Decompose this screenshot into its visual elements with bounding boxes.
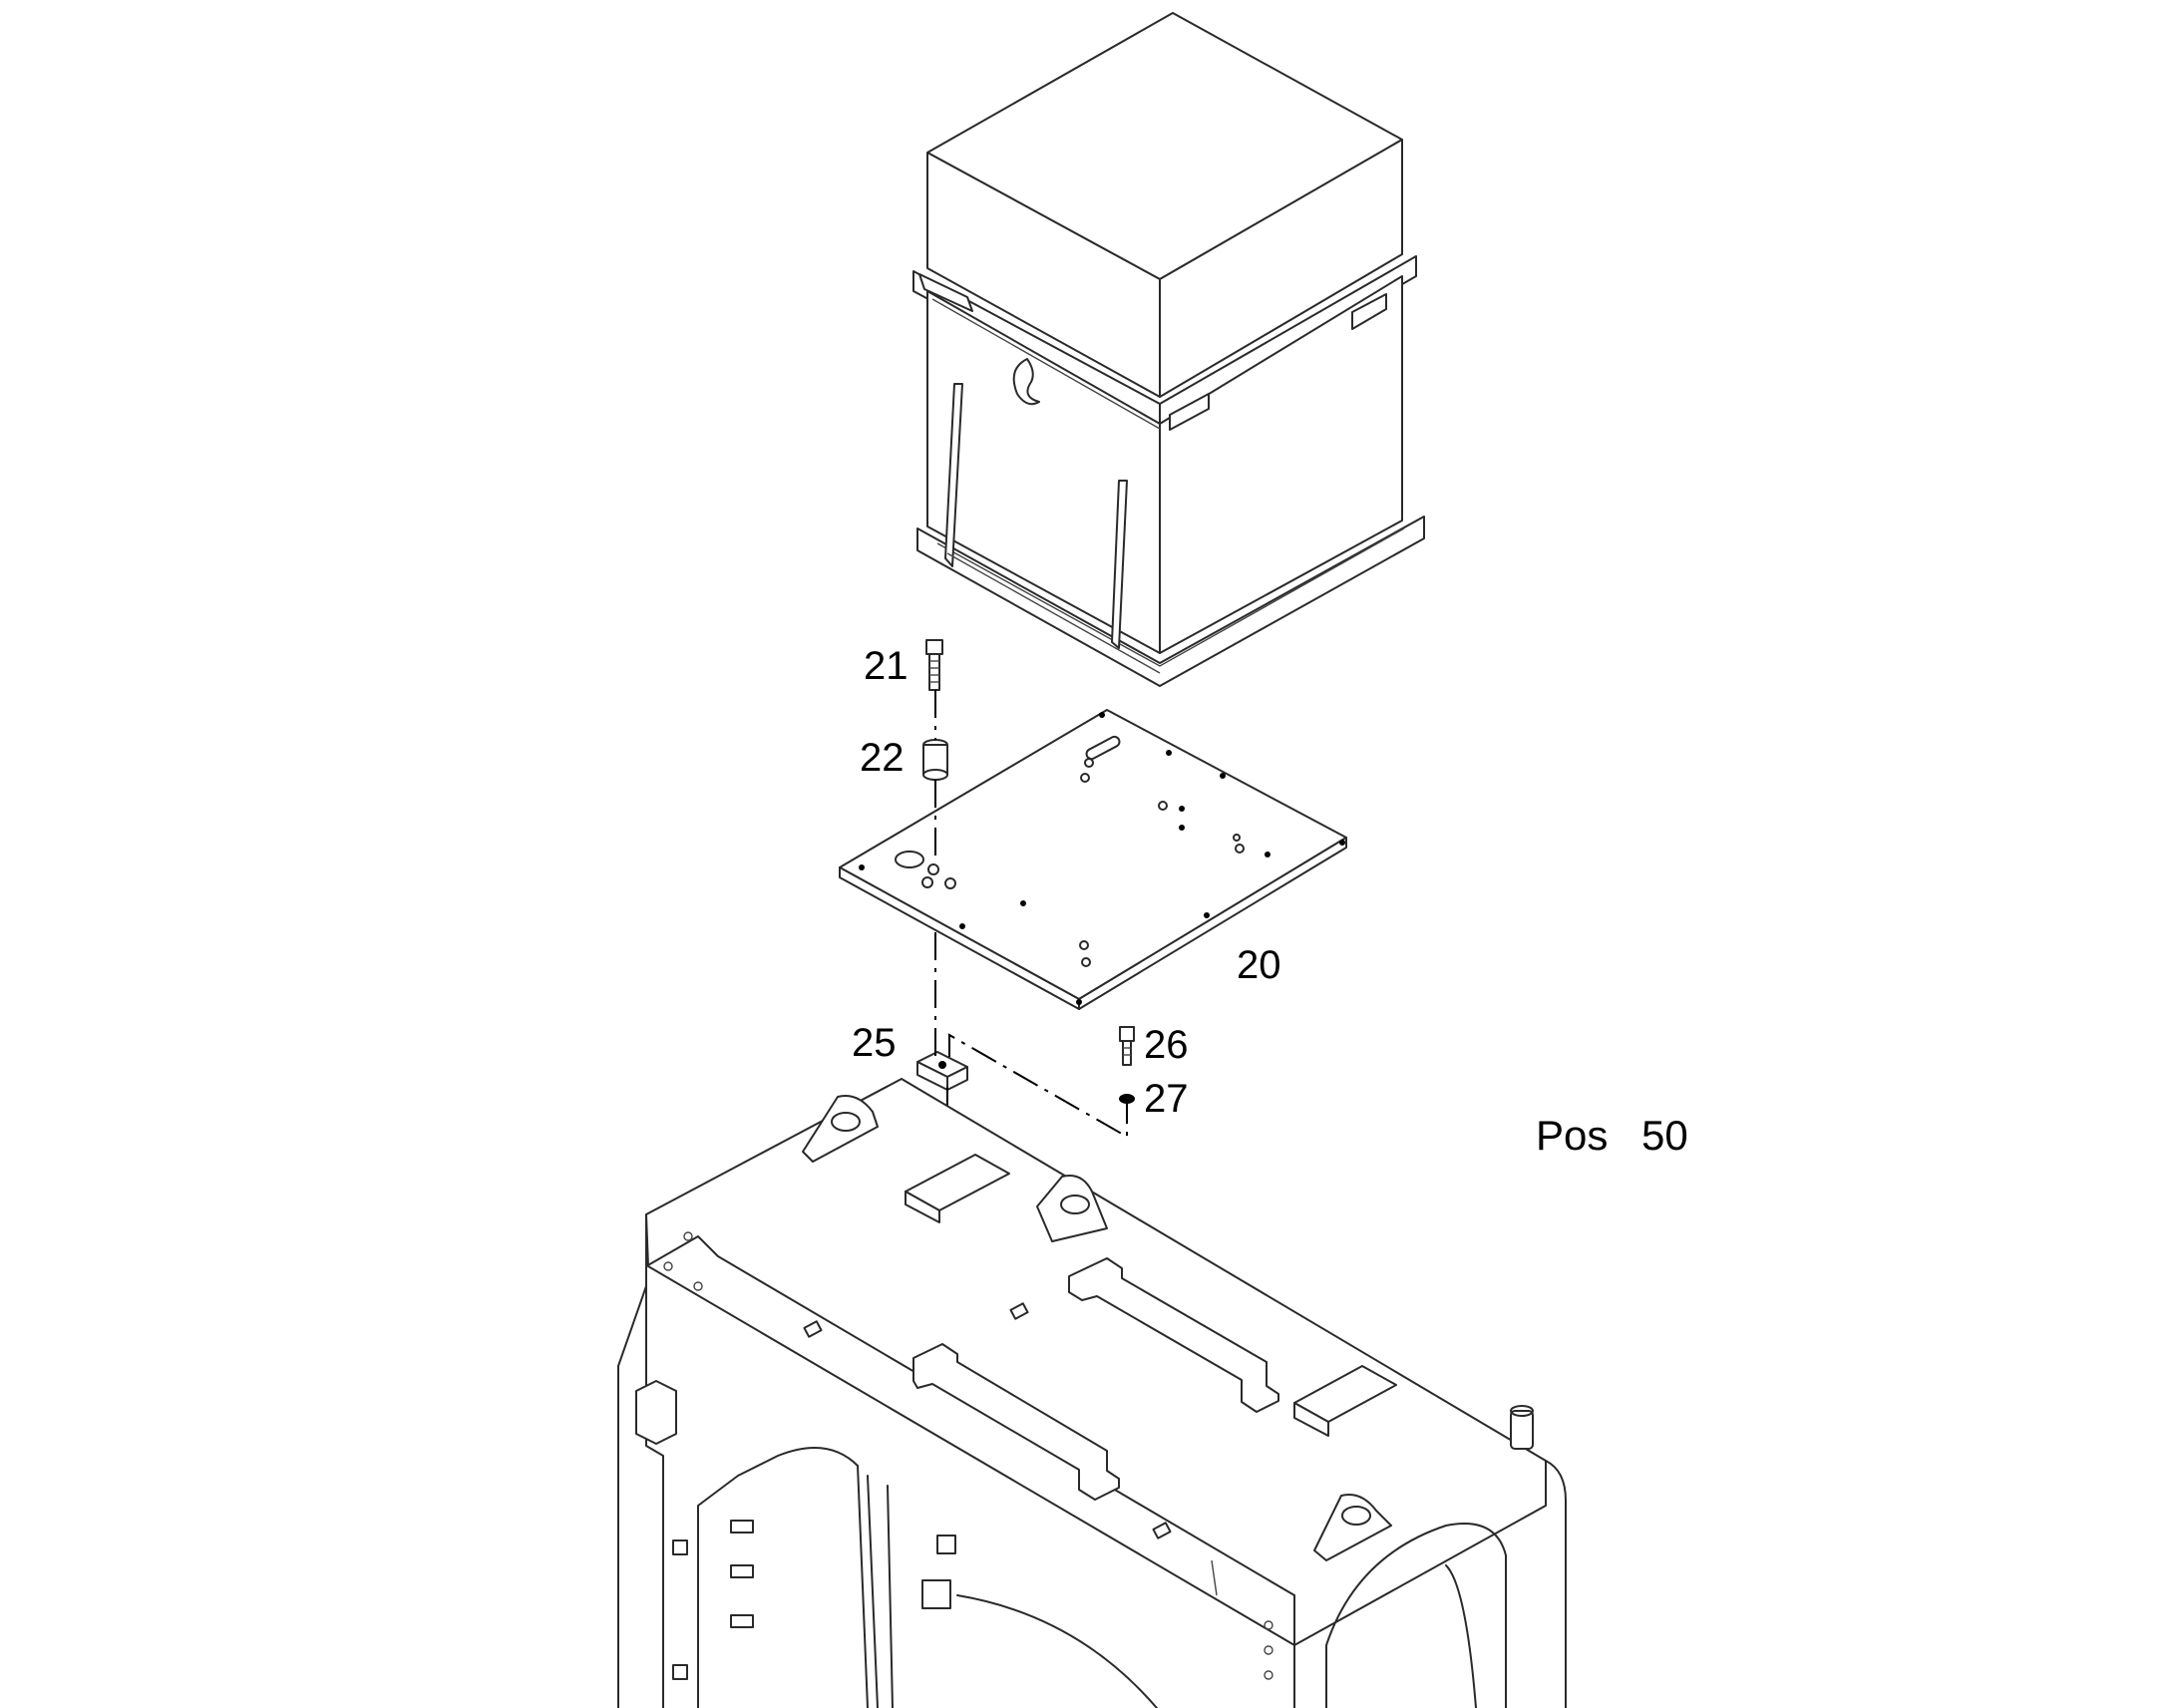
callout-22: 22 [860,736,905,780]
spacer-22 [922,739,948,781]
cover-box [912,12,1425,687]
screw-26 [1119,1026,1135,1066]
bolt-21 [925,639,943,691]
callout-21: 21 [864,644,908,688]
clip-25 [916,1051,968,1091]
callout-27: 27 [1144,1077,1189,1121]
callout-25: 25 [852,1021,897,1065]
callout-20: 20 [1237,943,1281,987]
base-frame [617,1078,1567,1708]
callout-26: 26 [1144,1023,1189,1067]
position-label: Pos 50 [1536,1115,1688,1157]
position-number: 50 [1641,1112,1688,1159]
mounting-plate-20 [839,709,1347,1010]
washer-27 [1119,1094,1135,1104]
position-label-text: Pos [1536,1112,1609,1159]
